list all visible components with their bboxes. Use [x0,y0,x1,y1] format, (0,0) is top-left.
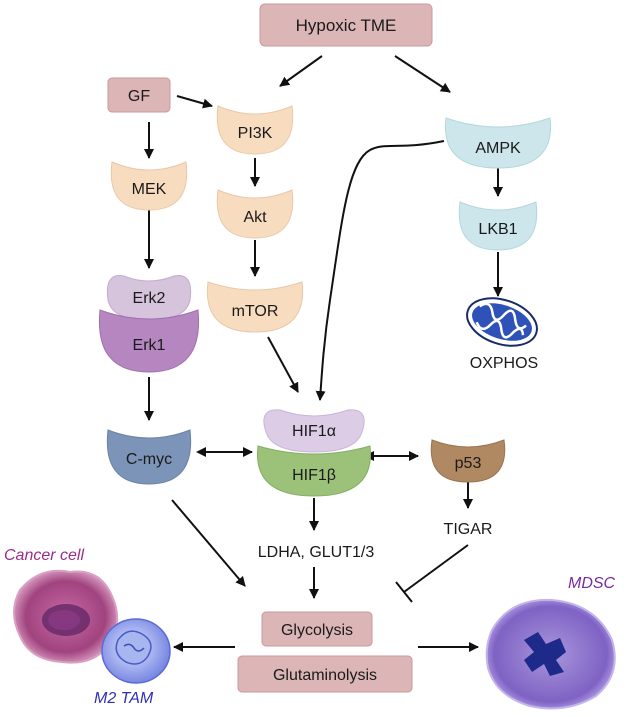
gf-box: GF [107,77,171,113]
hypoxic-tme-label: Hypoxic TME [296,16,397,35]
hif1a-label: HIF1α [292,423,336,440]
m2-tam-icon [101,618,171,684]
tigar-label: TIGAR [444,521,493,538]
arrow-ampk-hif [315,140,445,401]
akt-node: Akt [216,189,294,239]
pi3k-node: PI3K [216,105,294,155]
erk1-shape [98,309,200,373]
arrow-tme-pi3k [279,55,323,87]
mtor-node: mTOR [206,281,304,333]
hif1a-shape [263,409,365,453]
arrow-cmyc-glycolysis [171,499,246,587]
p53-label: p53 [455,455,482,472]
mek-label: MEK [132,181,167,198]
arrow-mtor-hif [267,336,299,393]
glycolysis-box: Glycolysis [261,611,373,647]
hif1b-label: HIF1β [292,467,336,484]
oxphos-label: OXPHOS [470,355,538,372]
inhibit-tigar-glycolysis [403,544,469,593]
hypoxic-tme-box: Hypoxic TME [259,3,433,47]
cmyc-label: C-myc [126,451,172,468]
mdsc-label: MDSC [568,575,616,592]
hif1b-shape [256,445,372,497]
glutaminolysis-label: Glutaminolysis [273,667,377,684]
arrows [144,55,503,652]
m2-tam-label: M2 TAM [94,690,154,707]
inhibit-bar [395,581,413,603]
hif-complex: HIF1α HIF1β [256,409,372,497]
lkb1-label: LKB1 [478,221,517,238]
erk2-label: Erk2 [133,290,166,307]
mtor-label: mTOR [232,303,279,320]
pi3k-label: PI3K [238,125,273,142]
erk1-label: Erk1 [133,337,166,354]
ampk-node: AMPK [444,117,552,169]
mdsc-cell-icon [485,598,616,710]
glycolysis-label: Glycolysis [281,622,353,639]
erk-complex: Erk2 Erk1 [98,275,200,373]
arrow-tme-ampk [394,55,451,93]
ldha-label: LDHA, GLUT1/3 [258,544,375,561]
gf-label: GF [128,88,150,105]
glutaminolysis-box: Glutaminolysis [237,655,413,693]
cancer-cell-label: Cancer cell [4,547,84,564]
mek-node: MEK [110,161,188,211]
akt-label: Akt [243,209,267,226]
ampk-label: AMPK [475,140,521,157]
arrow-gf-pi3k [176,95,213,109]
mitochondrion-icon [466,297,538,347]
cancer-cell-icon [13,569,119,664]
lkb1-node: LKB1 [458,201,538,251]
p53-node: p53 [430,439,506,483]
cmyc-node: C-myc [106,429,192,485]
